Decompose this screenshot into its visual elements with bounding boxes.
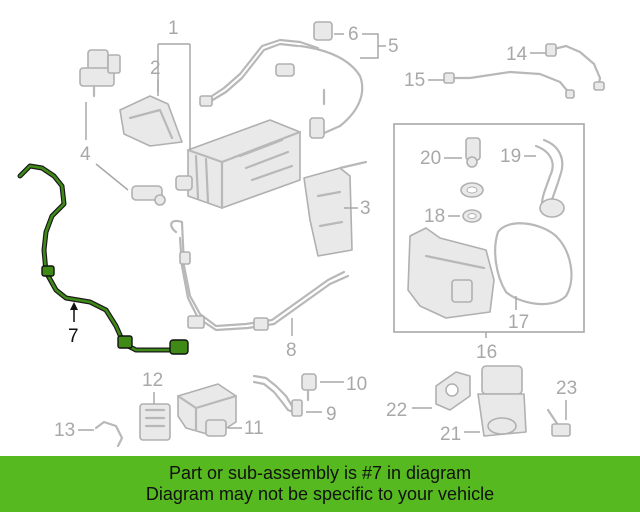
part-sensor-assembly (79, 49, 121, 98)
part-purge-hose (199, 21, 364, 139)
callout-number-10: 10 (346, 374, 367, 395)
part-sensor-14: 14 (506, 43, 605, 91)
banner-line-2: Diagram may not be specific to your vehi… (145, 484, 495, 504)
callout-number-17: 17 (508, 312, 529, 333)
parts-diagram: 1 2 4 6 5 14 15 (17, 18, 605, 448)
part-box-16: 20 19 18 17 16 (393, 123, 585, 363)
callout-number-6: 6 (348, 24, 359, 45)
banner-line-1: Part or sub-assembly is #7 in diagram (168, 463, 472, 483)
callout-number-7: 7 (68, 326, 79, 347)
callout-number-2: 2 (150, 58, 161, 79)
callout-number-23: 23 (556, 378, 577, 399)
callout-number-20: 20 (420, 148, 441, 169)
part-sensor-10: 10 (301, 373, 367, 402)
part-bracket-3: 3 (303, 160, 371, 257)
part-bolt-23: 23 (546, 378, 577, 437)
callout-number-18: 18 (424, 206, 445, 227)
info-banner: Part or sub-assembly is #7 in diagram Di… (0, 456, 640, 512)
callout-number-4: 4 (80, 144, 91, 165)
callout-5: 5 (360, 33, 399, 59)
callout-number-19: 19 (500, 146, 521, 167)
part-hose-13: 13 (54, 420, 124, 448)
part-solenoid-12: 12 (139, 370, 171, 441)
callout-number-8: 8 (286, 340, 297, 361)
part-gasket-22: 22 (386, 371, 471, 421)
callout-number-14: 14 (506, 44, 528, 65)
callout-number-11: 11 (244, 418, 264, 439)
callout-number-13: 13 (54, 420, 75, 441)
callout-number-3: 3 (360, 198, 371, 219)
part-vent-solenoid (131, 185, 166, 206)
part-bracket-2 (119, 95, 183, 147)
part-valve-11: 11 (176, 383, 264, 439)
callout-number-1: 1 (168, 18, 179, 39)
callout-number-15: 15 (404, 70, 425, 91)
callout-number-9: 9 (326, 404, 337, 425)
part-hose-8: 8 (170, 219, 350, 361)
part-evap-canister (175, 119, 302, 210)
callout-number-16: 16 (476, 342, 497, 363)
callout-4: 4 (80, 102, 129, 191)
callout-2: 2 (150, 58, 161, 96)
callout-number-21: 21 (440, 424, 461, 445)
part-sensor-15: 15 (404, 70, 575, 99)
callout-number-12: 12 (142, 370, 163, 391)
callout-6: 6 (334, 24, 359, 45)
part-egr-valve-21: 21 (440, 365, 527, 445)
part-7-highlighted-hose: 7 (17, 163, 189, 355)
part-hose-9: 9 (252, 374, 337, 425)
callout-number-22: 22 (386, 400, 407, 421)
callout-number-5: 5 (388, 36, 399, 57)
